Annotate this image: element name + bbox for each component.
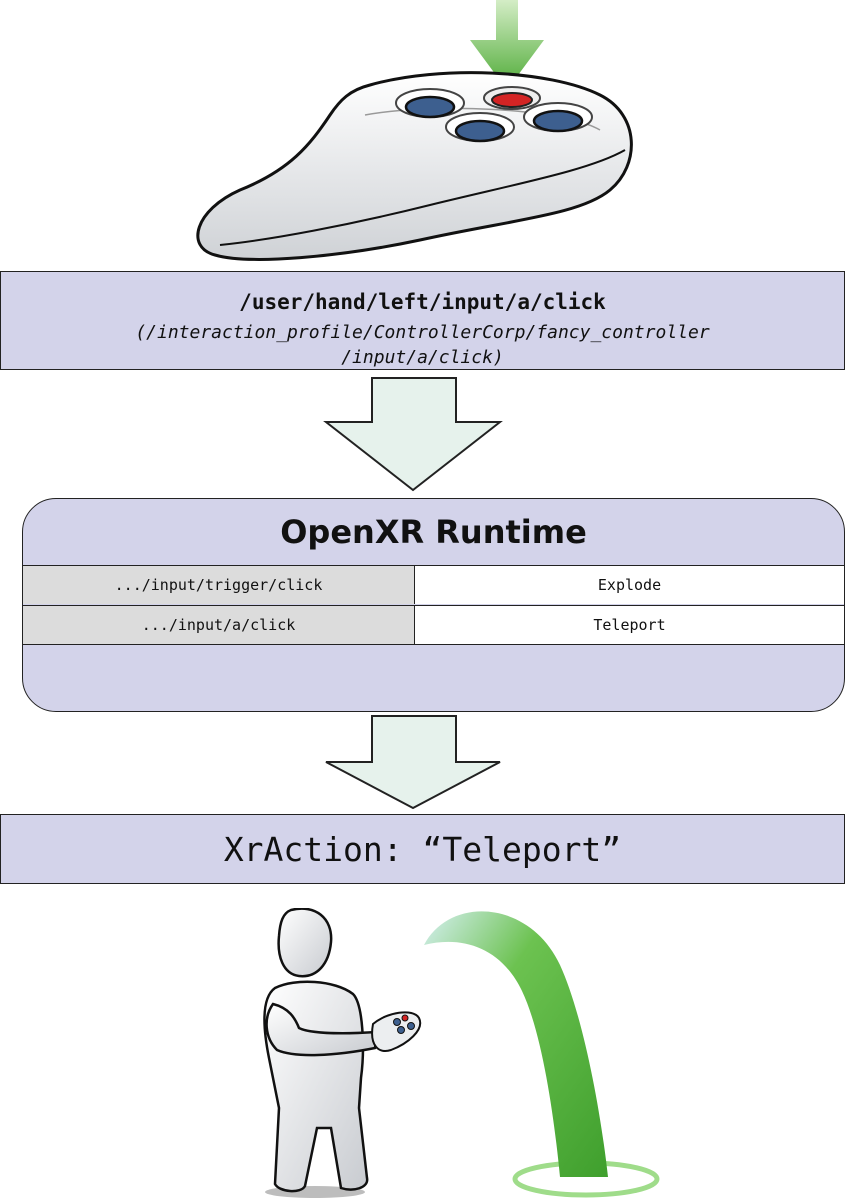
- runtime-title: OpenXR Runtime: [280, 513, 587, 551]
- game-controller-icon: [196, 71, 633, 261]
- binding-action: Explode: [415, 566, 844, 604]
- openxr-runtime-panel: OpenXR Runtime .../input/trigger/click E…: [22, 498, 845, 712]
- down-arrow-icon: [323, 377, 503, 492]
- binding-action: Teleport: [415, 606, 844, 644]
- press-arrow-icon: [470, 0, 544, 90]
- binding-row: .../input/trigger/click Explode: [23, 565, 844, 604]
- input-path-box: /user/hand/left/input/a/click (/interact…: [0, 271, 845, 370]
- binding-source: .../input/a/click: [23, 606, 415, 644]
- binding-source: .../input/trigger/click: [23, 566, 415, 604]
- input-path-label: /user/hand/left/input/a/click: [239, 290, 606, 314]
- down-arrow-icon: [325, 715, 501, 810]
- xr-action-box: XrAction: “Teleport”: [0, 814, 845, 884]
- teleport-arc-icon: [424, 911, 660, 1198]
- binding-row: .../input/a/click Teleport: [23, 605, 844, 645]
- interaction-profile-path: (/interaction_profile/ControllerCorp/fan…: [1, 320, 844, 370]
- interaction-profile-line-1: (/interaction_profile/ControllerCorp/fan…: [135, 322, 710, 343]
- person-with-controller-icon: [263, 908, 422, 1198]
- interaction-profile-line-2: /input/a/click): [341, 347, 504, 368]
